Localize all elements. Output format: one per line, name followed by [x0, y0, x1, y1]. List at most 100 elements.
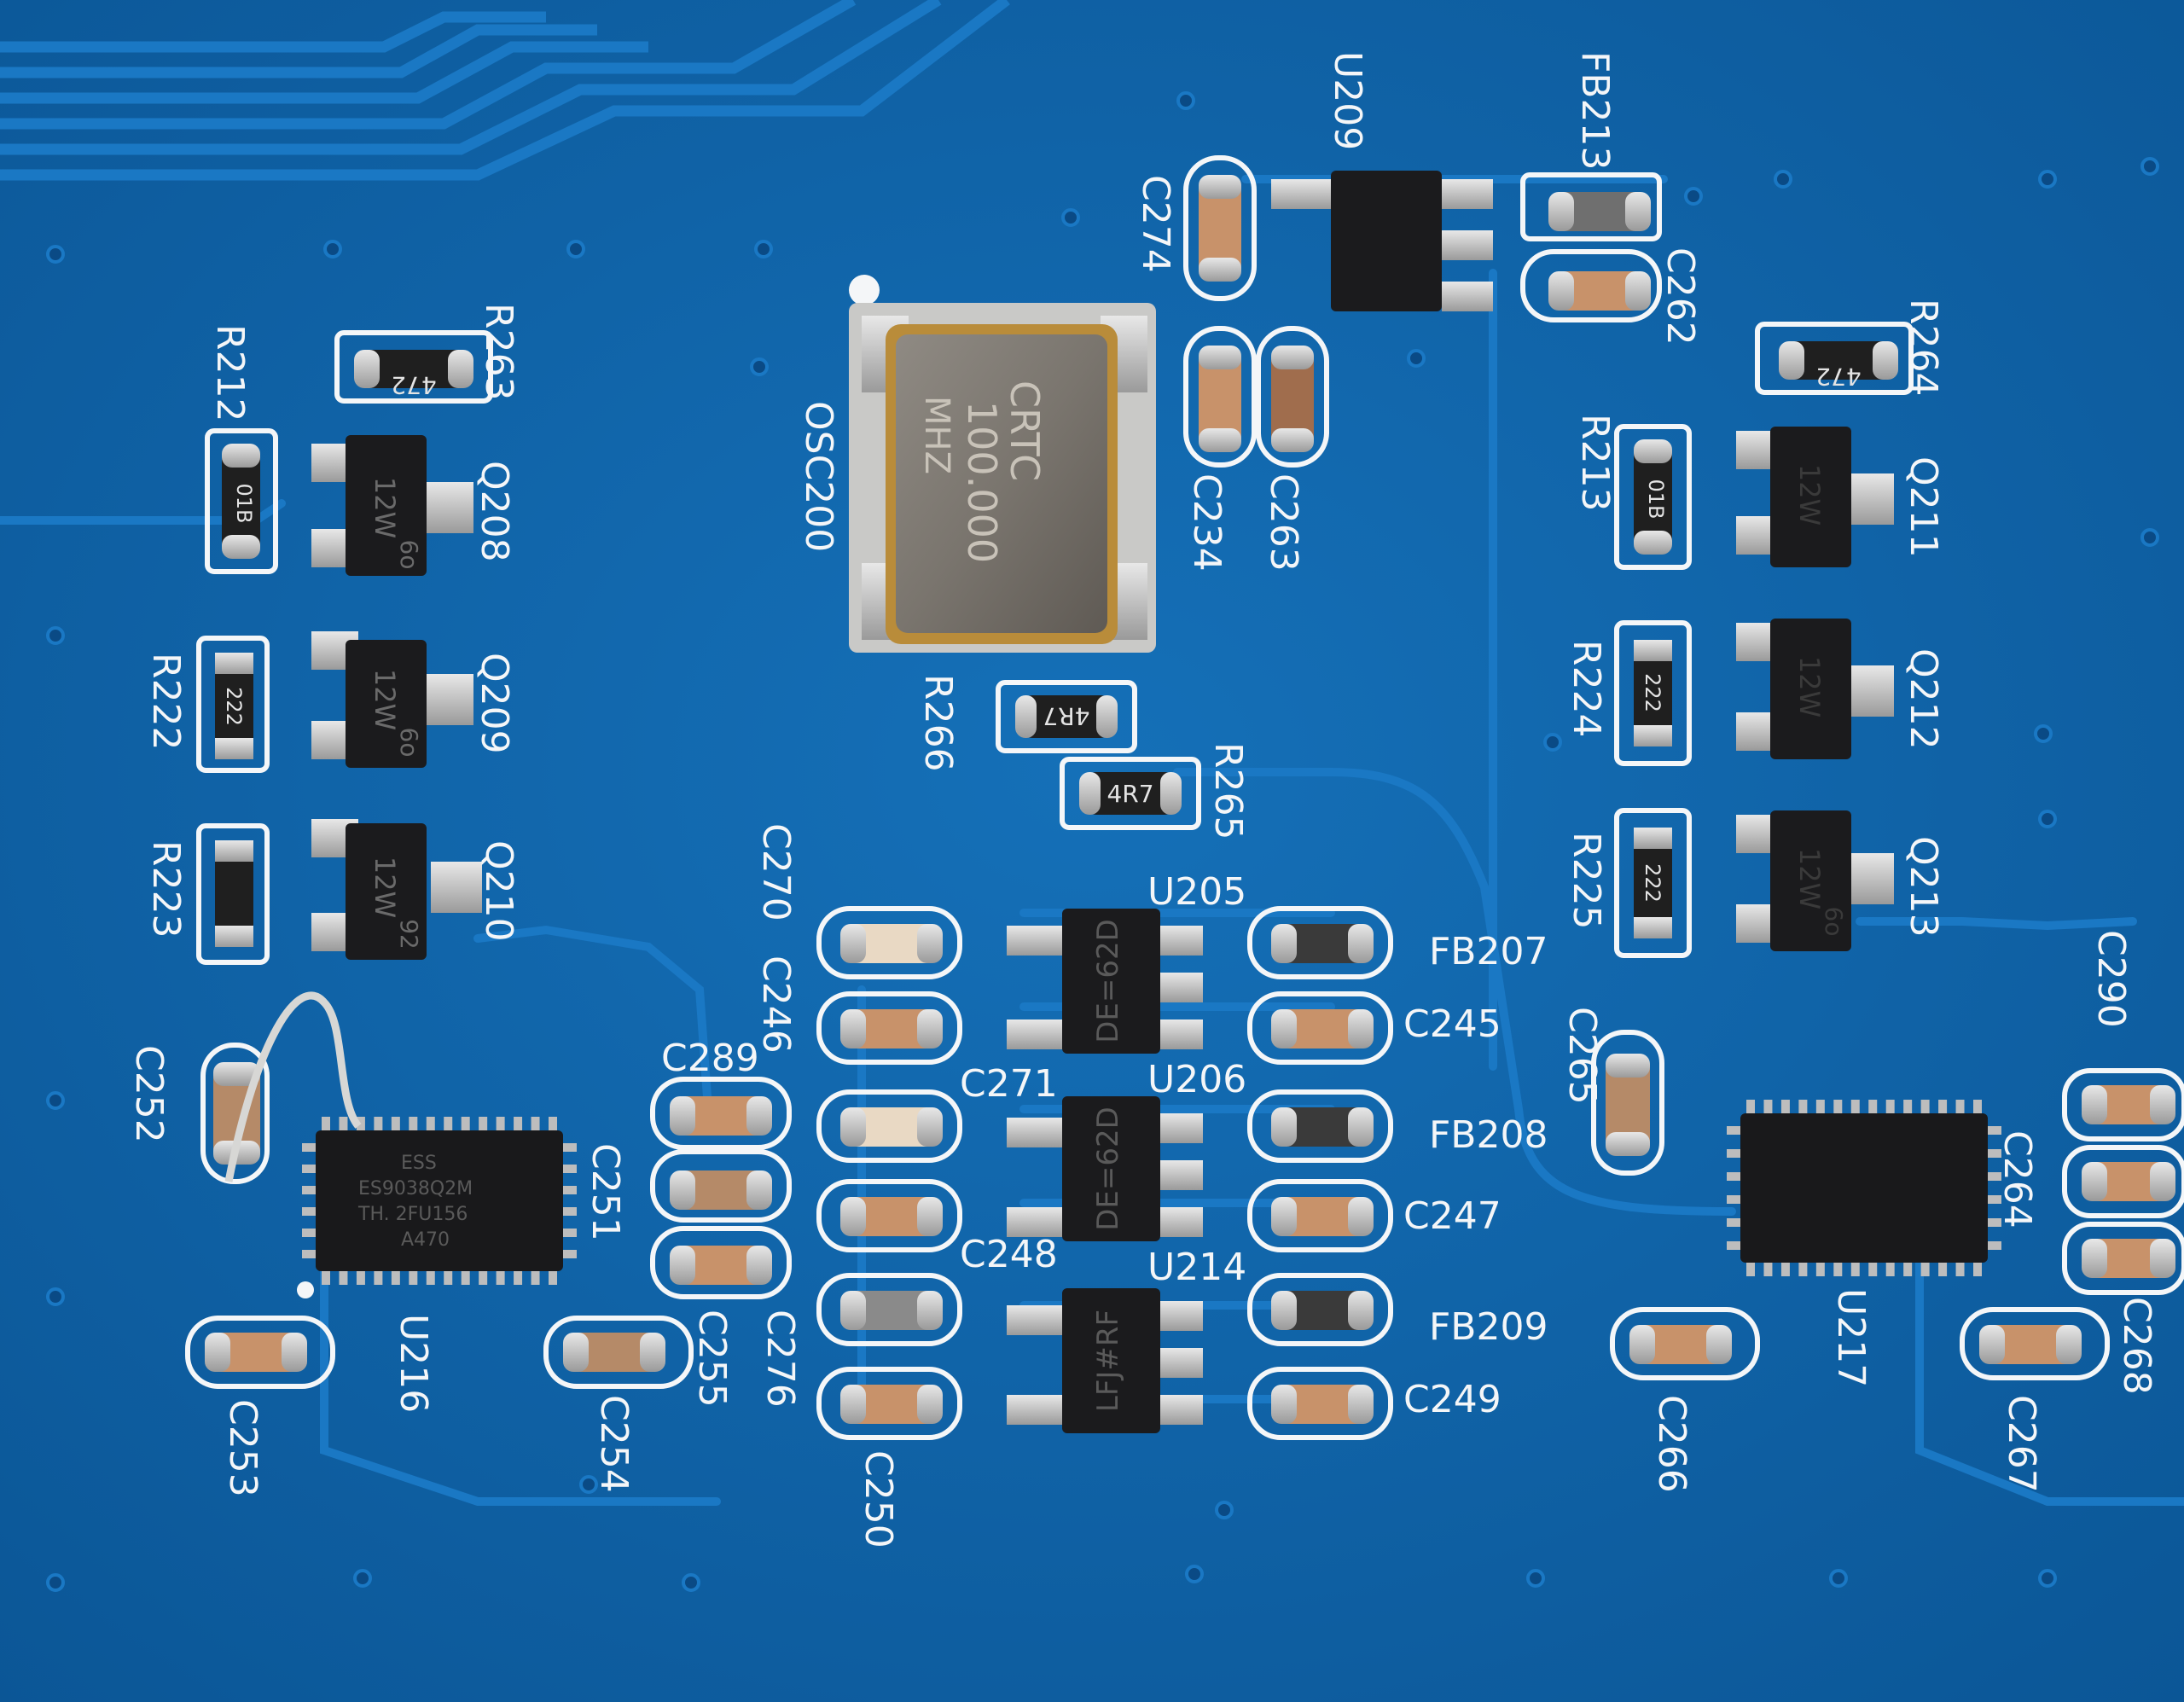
jumper-wire	[224, 991, 362, 1182]
q209-marking: 12W	[369, 669, 401, 730]
horizontal-capacitors	[205, 192, 2175, 1424]
capacitor-c247	[1271, 1197, 1374, 1236]
u216-pins-pins	[302, 1117, 577, 1285]
r212-marking: 01B	[232, 483, 256, 523]
dac-u217	[1727, 1100, 2001, 1276]
label-c245: C245	[1403, 1002, 1502, 1046]
resistor-r263: 472	[354, 350, 473, 399]
label-c270: C270	[754, 823, 798, 921]
capacitor-c248	[840, 1197, 943, 1236]
resistor-r212: 01B	[222, 444, 260, 559]
regulator-u209	[1271, 171, 1493, 311]
r264-marking: 472	[1815, 363, 1861, 391]
label-c267: C267	[2000, 1395, 2043, 1493]
label-r265: R265	[1206, 742, 1250, 840]
resistor-r264: 472	[1779, 341, 1898, 391]
u216-marking-line2: ES9038Q2M	[358, 1178, 473, 1200]
osc-marking-line3: MHZ	[917, 396, 956, 474]
dac-u216: ESS ES9038Q2M TH. 2FU156 A470	[302, 1117, 577, 1285]
oscillator-osc200: CRTC 100.000 MHZ	[849, 303, 1156, 653]
regulator-u214: LFJ#RF	[1007, 1288, 1203, 1433]
label-c253: C253	[221, 1399, 264, 1497]
transistor-q212: 12W	[1736, 619, 1894, 759]
label-u209: U209	[1326, 51, 1369, 150]
r225-marking: 222	[1641, 863, 1664, 903]
silkscreen-outlines	[185, 155, 2184, 1440]
r266-marking: 4R7	[1043, 702, 1089, 730]
label-r213: R213	[1573, 414, 1617, 512]
resistor-r222: 222	[215, 653, 253, 759]
r213-marking: 01B	[1644, 479, 1668, 519]
label-fb213: FB213	[1573, 51, 1617, 170]
label-u214: U214	[1147, 1246, 1246, 1289]
q209-marking-b: 6o	[395, 728, 423, 758]
label-q209: Q209	[473, 653, 516, 754]
transistor-q210: 12W 92	[311, 819, 482, 960]
label-u217: U217	[1829, 1288, 1873, 1387]
q211-marking: 12W	[1793, 464, 1826, 526]
label-q212: Q212	[1902, 648, 1945, 750]
capacitor-c264	[2082, 1162, 2175, 1201]
q213-marking: 12W	[1793, 848, 1826, 909]
r224-marking: 222	[1641, 673, 1664, 712]
label-c265: C265	[1560, 1007, 1604, 1105]
capacitor-c255	[670, 1246, 772, 1285]
ferrite-fb209	[1271, 1291, 1374, 1330]
capacitor-c268	[2082, 1239, 2175, 1278]
capacitor-c266	[1629, 1325, 1732, 1364]
silkscreen-labels: U209 FB213 C274 C262 R263 R212 Q208 R222…	[127, 51, 2158, 1548]
label-fb207: FB207	[1429, 930, 1548, 973]
label-r212: R212	[208, 324, 252, 422]
capacitor-c289	[670, 1096, 772, 1136]
regulator-u205: DE=62D	[1007, 909, 1203, 1054]
resistor-r266: 4R7	[1015, 695, 1118, 738]
label-u206: U206	[1147, 1058, 1246, 1101]
u214-marking: LFJ#RF	[1091, 1310, 1125, 1412]
label-osc200: OSC200	[797, 401, 840, 552]
transistor-q208: 12W 6o	[311, 435, 473, 576]
capacitor-c234	[1199, 346, 1241, 452]
ferrite-fb213	[1548, 192, 1651, 231]
label-c246: C246	[754, 956, 798, 1054]
capacitor-c270	[840, 924, 943, 963]
capacitor-c274	[1199, 175, 1241, 282]
transistor-q211: 12W	[1736, 427, 1894, 567]
label-c251: C251	[584, 1143, 627, 1241]
q208-marking: 12W	[369, 477, 401, 538]
capacitor-c271	[840, 1107, 943, 1147]
label-c271: C271	[960, 1062, 1058, 1106]
resistor-r224: 222	[1634, 640, 1672, 746]
transistor-q209: 12W 6o	[311, 631, 473, 768]
label-c268: C268	[2115, 1297, 2158, 1395]
q210-marking: 12W	[369, 857, 401, 918]
label-u216: U216	[392, 1314, 435, 1413]
label-q210: Q210	[477, 840, 520, 942]
q213-marking-b: 6o	[1820, 907, 1848, 937]
via-holes	[46, 91, 2159, 1592]
label-r224: R224	[1565, 640, 1608, 738]
label-r222: R222	[144, 653, 188, 751]
label-c247: C247	[1403, 1194, 1502, 1238]
resistor-r223	[215, 840, 253, 947]
label-r264: R264	[1902, 299, 1945, 397]
r265-marking: 4R7	[1107, 780, 1153, 808]
u206-marking: DE=62D	[1091, 1107, 1125, 1231]
resistors: 472 472 01B 01B 222	[215, 341, 1898, 947]
ferrite-fb207	[1271, 924, 1374, 963]
label-c252: C252	[127, 1045, 171, 1143]
label-c249: C249	[1403, 1378, 1502, 1421]
transistor-q213: 12W 6o	[1736, 810, 1894, 951]
osc-marking-line2: 100.000	[959, 401, 1005, 563]
capacitor-c246	[840, 1009, 943, 1049]
capacitor-c245	[1271, 1009, 1374, 1049]
capacitor-c262	[1548, 271, 1651, 311]
label-c290: C290	[2089, 930, 2133, 1028]
resistor-r213: 01B	[1634, 439, 1672, 555]
u216-marking-line3: TH. 2FU156	[357, 1204, 468, 1225]
q210-marking-b: 92	[395, 919, 423, 950]
u216-marking-line4: A470	[401, 1229, 450, 1251]
capacitor-c276	[840, 1291, 943, 1330]
resistor-r265: 4R7	[1079, 772, 1182, 815]
capacitor-c265	[1606, 1054, 1650, 1156]
